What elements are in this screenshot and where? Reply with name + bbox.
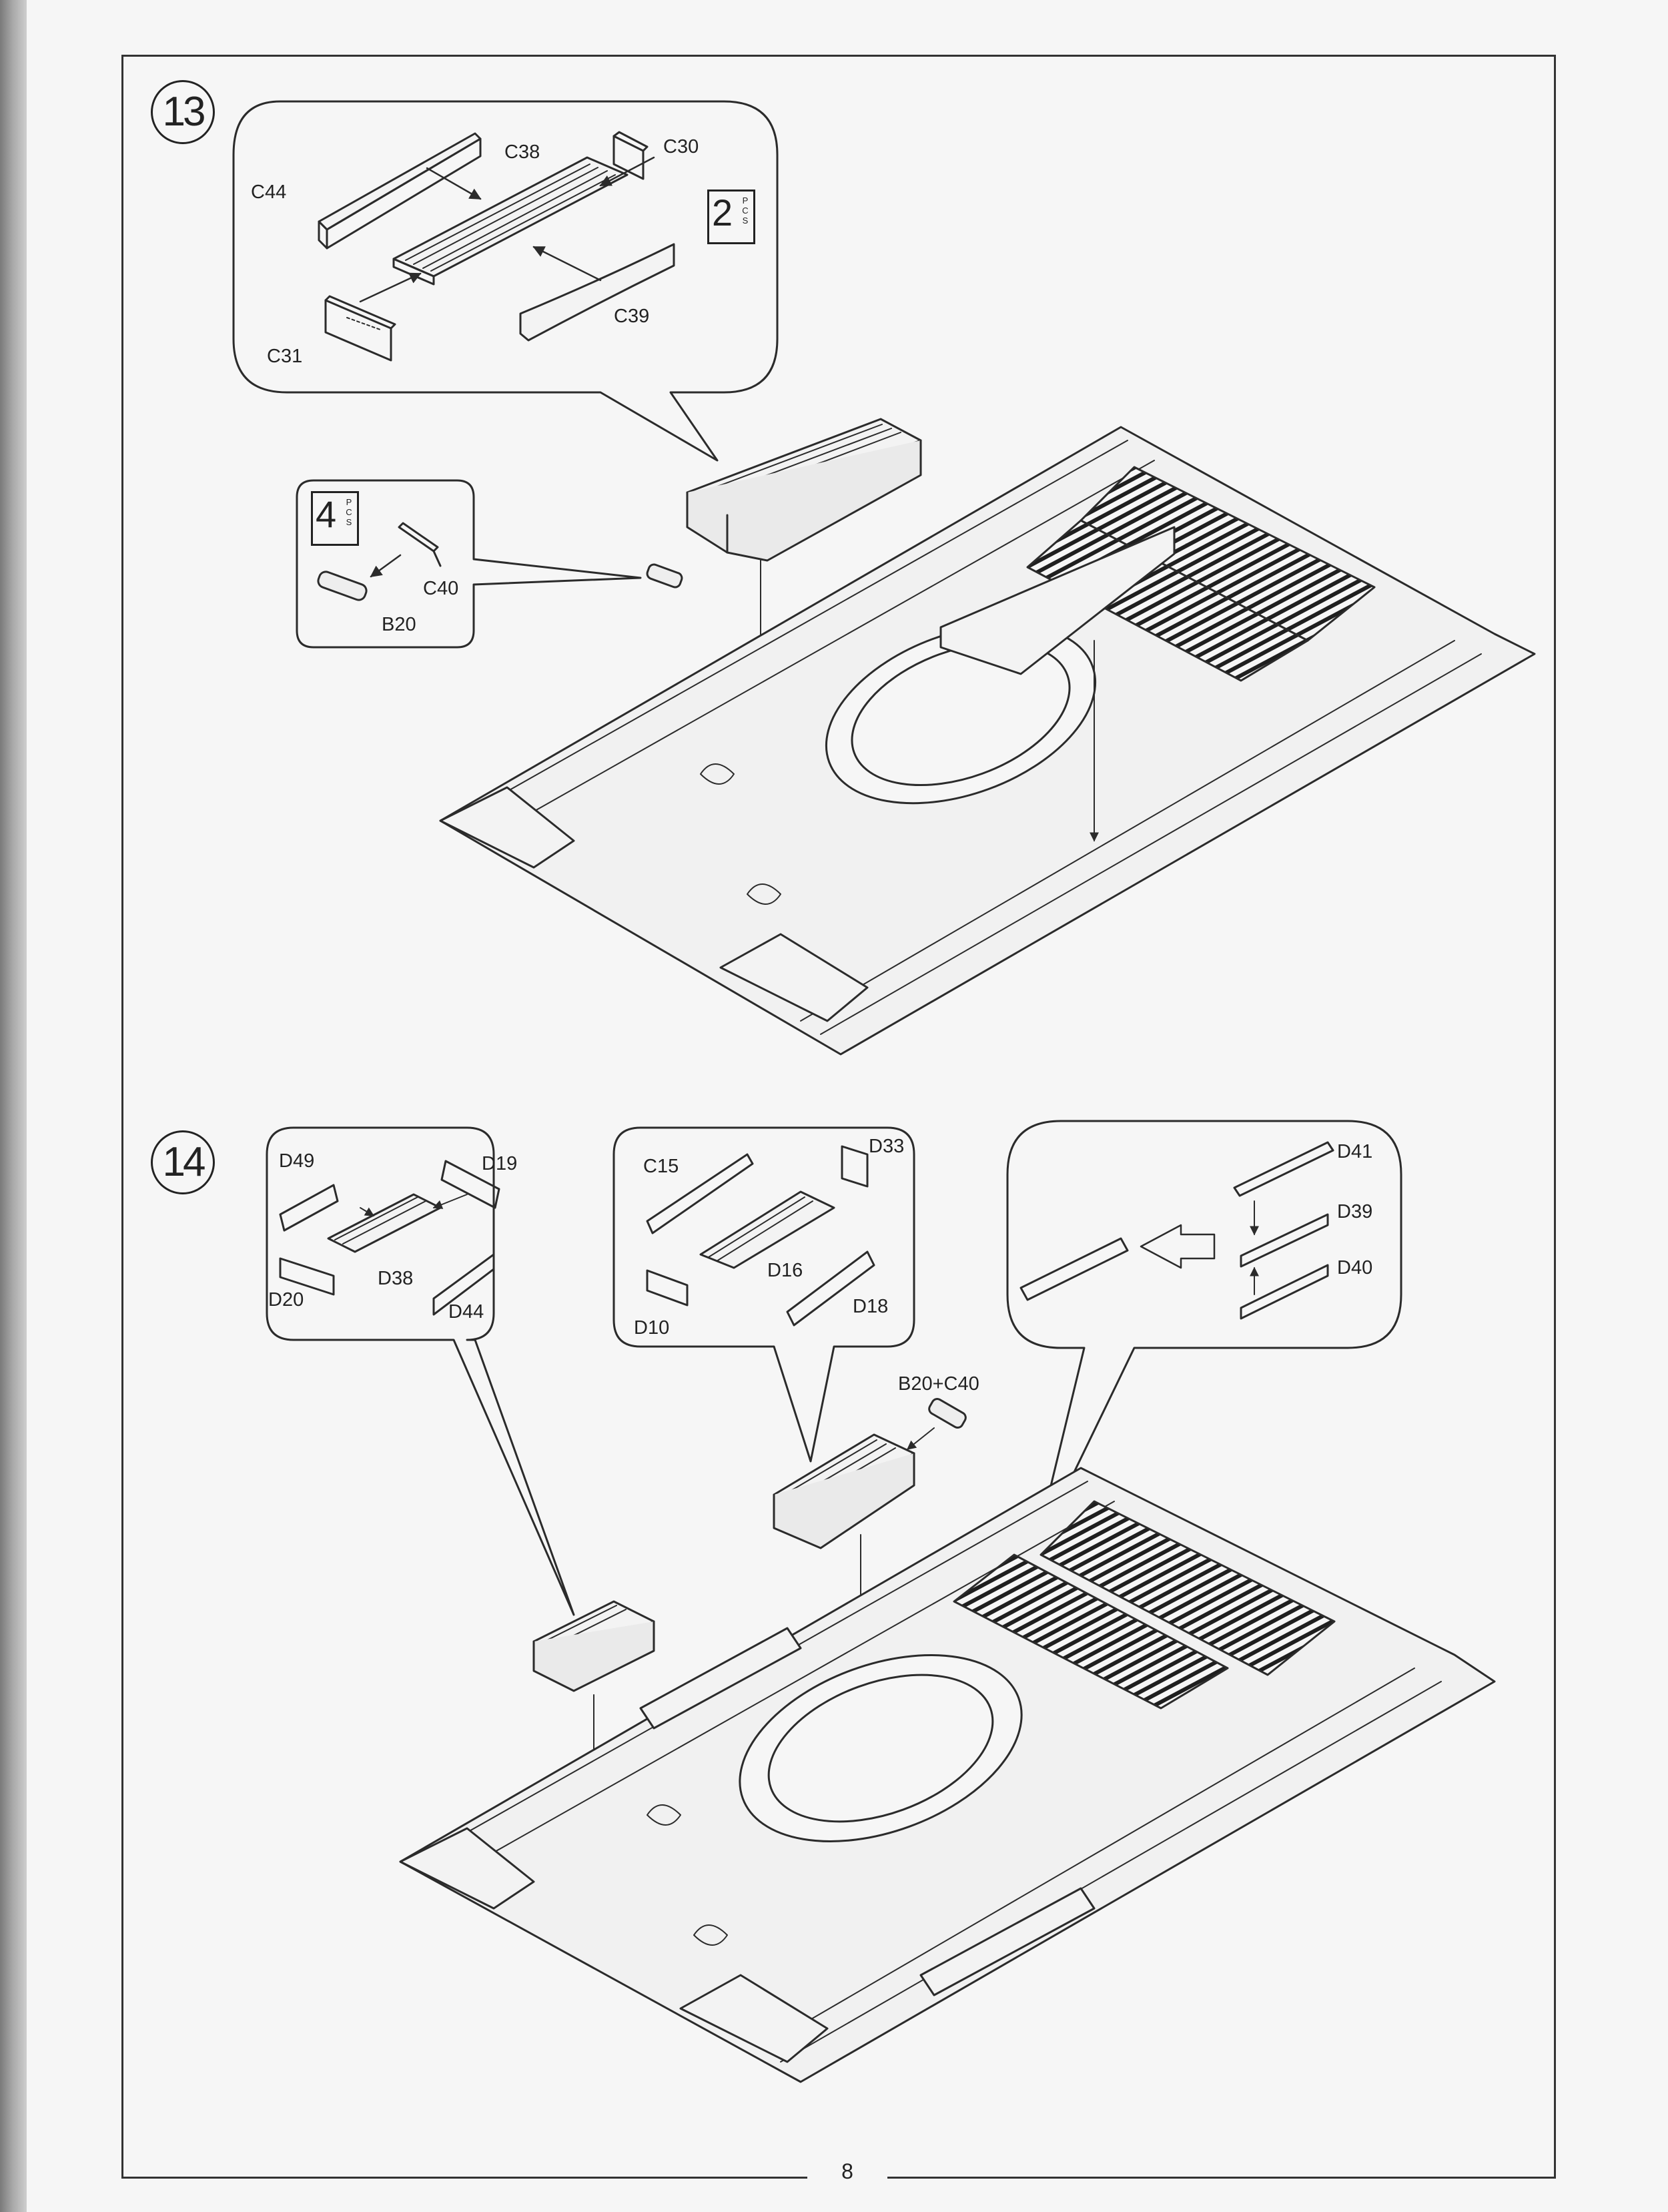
part-label-b20-c40: B20+C40 xyxy=(898,1373,979,1395)
part-label-c38: C38 xyxy=(504,141,540,163)
step-14-box-left xyxy=(532,1600,655,1776)
part-label-d39: D39 xyxy=(1337,1201,1373,1222)
step-14-callout-bubble-2 xyxy=(612,1126,915,1463)
quantity-unit: PCS xyxy=(346,497,352,527)
step-14-callout-bubble-1 xyxy=(266,1126,575,1616)
step-13-subassembly-parts xyxy=(318,131,675,362)
part-label-d44: D44 xyxy=(448,1301,484,1323)
step-13-sub-quantity-badge: 4 PCS xyxy=(311,491,359,546)
part-label-c15: C15 xyxy=(643,1156,679,1177)
step-14-pin-part xyxy=(906,1398,967,1450)
part-label-d40: D40 xyxy=(1337,1257,1373,1278)
step-14-tank-hull xyxy=(399,1467,1496,2083)
part-label-c39: C39 xyxy=(614,306,650,327)
part-label-d38: D38 xyxy=(378,1268,414,1289)
part-label-d19: D19 xyxy=(482,1153,518,1174)
part-label-c31: C31 xyxy=(267,346,303,367)
part-label-d49: D49 xyxy=(279,1150,315,1172)
step-13-callout-bubble xyxy=(232,100,779,462)
part-label-b20: B20 xyxy=(382,614,416,635)
step-13-quantity-badge: 2 PCS xyxy=(707,190,755,244)
step-13-number: 13 xyxy=(151,80,215,144)
step-13-tank-hull xyxy=(439,426,1536,1056)
part-label-c44: C44 xyxy=(251,181,287,203)
quantity-unit: PCS xyxy=(742,196,749,226)
step-14-number: 14 xyxy=(151,1130,215,1194)
step-14-box-center xyxy=(773,1433,915,1609)
page-number: 8 xyxy=(807,2159,887,2184)
part-label-d20: D20 xyxy=(268,1289,304,1311)
step-14-callout-bubble-3 xyxy=(1006,1120,1402,1556)
quantity-count: 2 xyxy=(712,192,733,234)
part-label-d33: D33 xyxy=(869,1136,905,1157)
part-label-d18: D18 xyxy=(853,1296,889,1317)
step-13-sub-callout xyxy=(296,479,683,649)
part-label-d41: D41 xyxy=(1337,1141,1373,1162)
part-label-d10: D10 xyxy=(634,1317,670,1339)
quantity-count: 4 xyxy=(316,493,337,535)
part-label-d16: D16 xyxy=(767,1260,803,1281)
part-label-c30: C30 xyxy=(663,136,699,157)
step-13-arrows xyxy=(359,156,655,303)
part-label-c40: C40 xyxy=(423,578,459,599)
step-13-storage-box xyxy=(686,418,922,655)
